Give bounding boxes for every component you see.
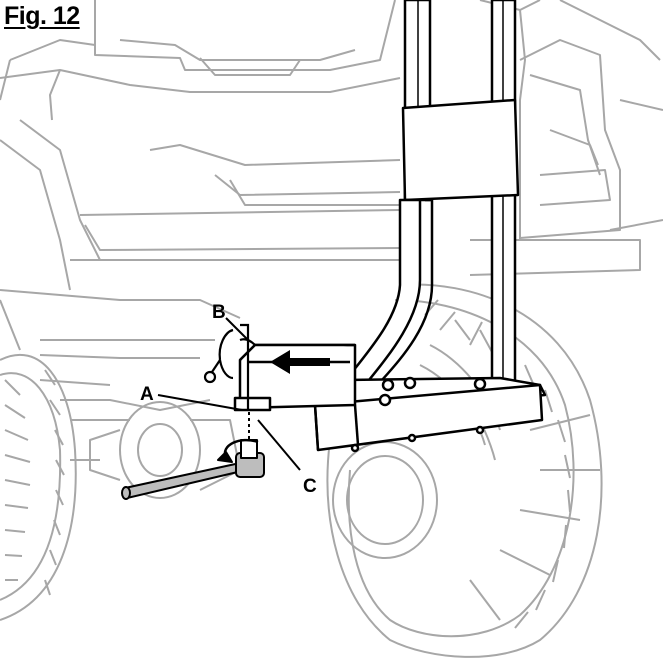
callout-b: B <box>212 302 226 323</box>
figure-title: Fig. 12 <box>4 2 80 30</box>
callout-a: A <box>140 384 154 405</box>
insert-direction-arrow <box>270 350 330 374</box>
wrench <box>121 412 265 500</box>
vehicle-body <box>0 0 663 499</box>
hitch-tube <box>233 343 357 412</box>
right-wheel <box>326 283 603 658</box>
callout-c: C <box>303 476 317 497</box>
mast-assembly <box>313 0 547 453</box>
left-wheel <box>0 353 77 621</box>
hitch-pin <box>203 323 256 410</box>
callout-leaders <box>157 317 301 471</box>
